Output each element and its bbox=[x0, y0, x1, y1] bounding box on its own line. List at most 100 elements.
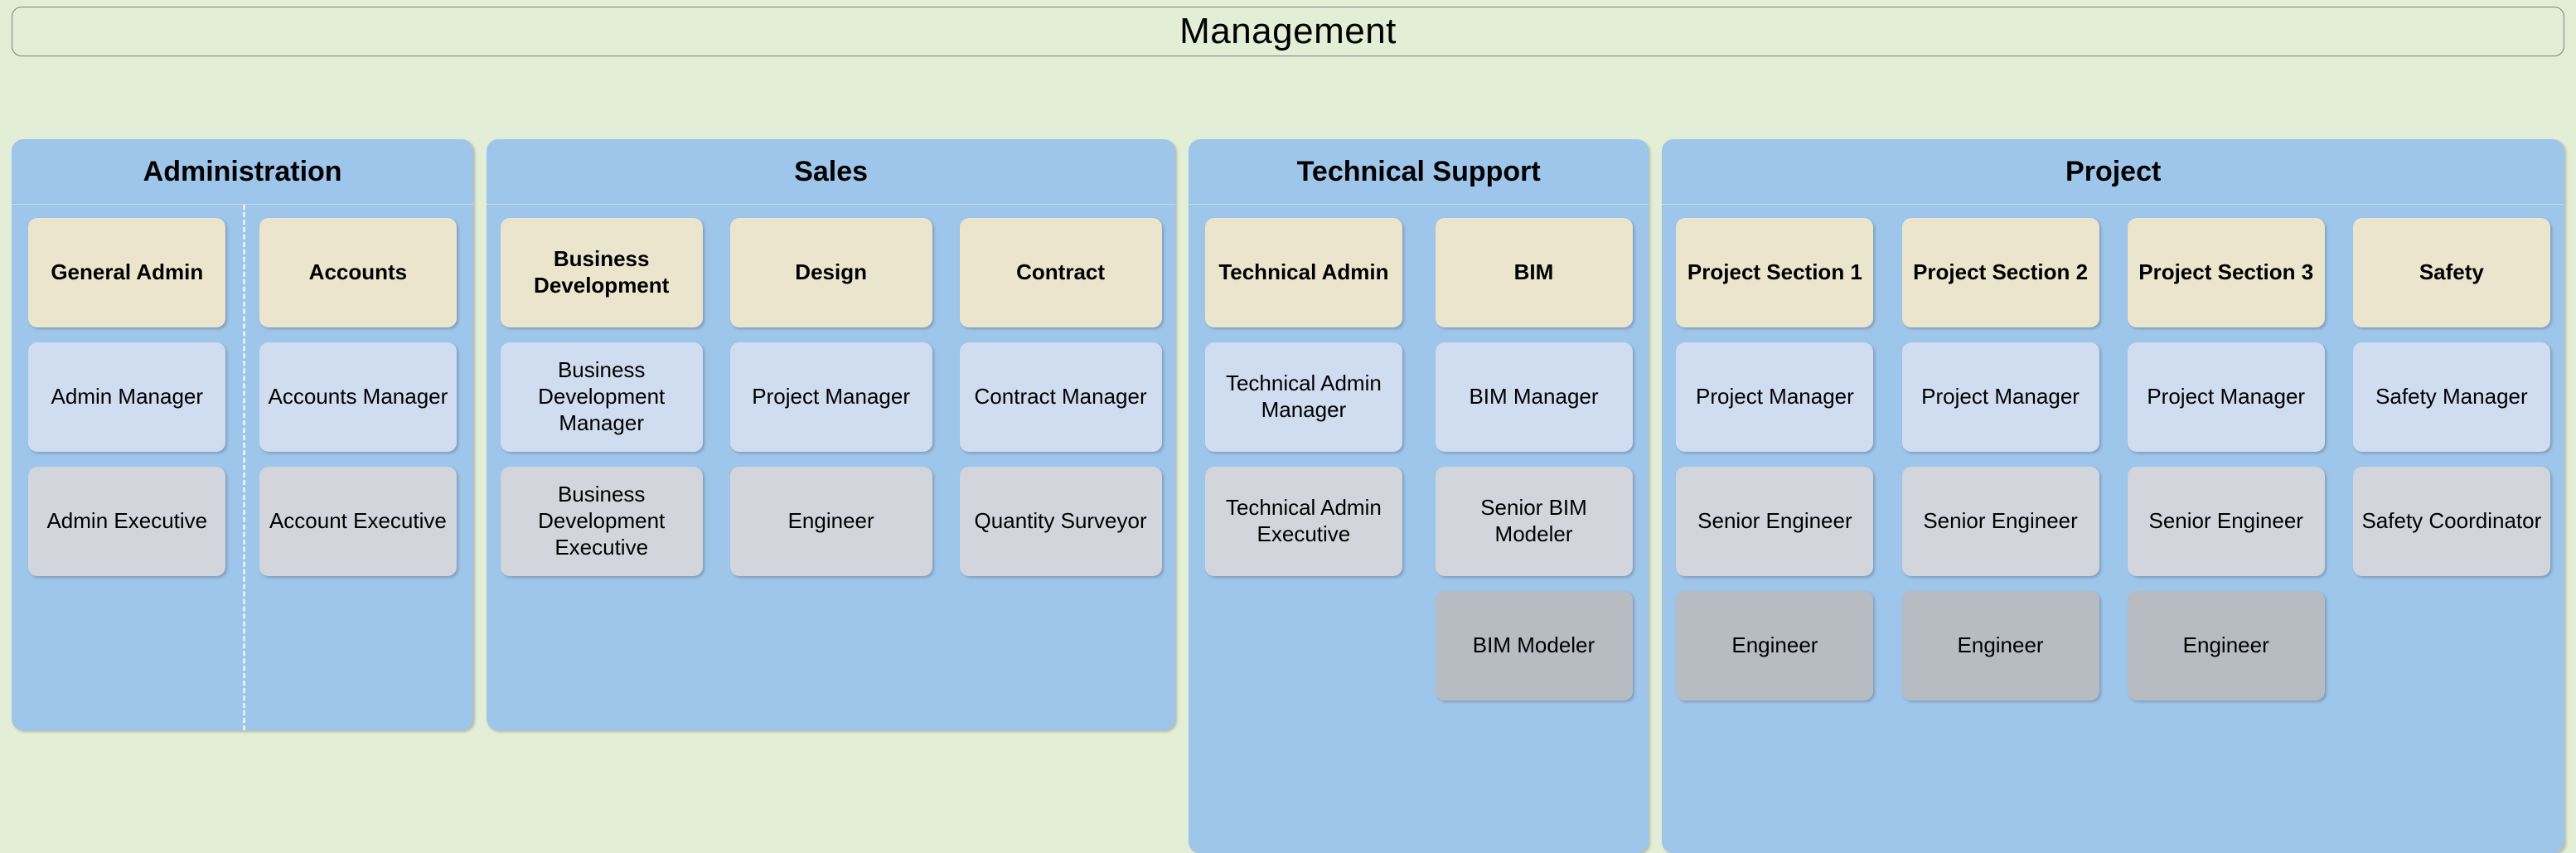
role-cell[interactable]: Project Manager bbox=[729, 342, 932, 452]
role-cell[interactable]: Accounts bbox=[259, 218, 457, 327]
role-cell[interactable]: Business Development bbox=[500, 218, 703, 327]
role-cell[interactable]: General Admin bbox=[28, 218, 226, 327]
role-cell[interactable]: Engineer bbox=[2127, 591, 2325, 700]
role-label: Senior Engineer bbox=[1697, 508, 1852, 534]
role-label: Project Section 1 bbox=[1687, 259, 1862, 285]
role-label: BIM bbox=[1513, 259, 1554, 285]
role-cell[interactable]: Quantity Surveyor bbox=[959, 467, 1162, 576]
role-label: Business Development bbox=[534, 246, 670, 298]
role-cell[interactable]: Admin Manager bbox=[28, 342, 226, 452]
role-label: Technical Admin Manager bbox=[1225, 371, 1382, 422]
role-cell[interactable]: Project Manager bbox=[1676, 342, 1874, 452]
department-title: Technical Support bbox=[1296, 155, 1541, 187]
role-cell[interactable]: Engineer bbox=[1676, 591, 1874, 700]
role-label: Quantity Surveyor bbox=[974, 508, 1147, 534]
role-cell[interactable]: Technical Admin Manager bbox=[1204, 342, 1402, 452]
role-cell[interactable]: Account Executive bbox=[259, 467, 457, 576]
role-label: BIM Modeler bbox=[1472, 632, 1595, 658]
role-label: Engineer bbox=[787, 508, 874, 534]
role-label: Technical Admin bbox=[1218, 259, 1389, 285]
role-cell[interactable]: BIM Modeler bbox=[1435, 591, 1633, 700]
role-cell[interactable]: Project Manager bbox=[1901, 342, 2099, 452]
role-label: Contract bbox=[1016, 259, 1106, 285]
role-cell[interactable]: Safety Manager bbox=[2352, 342, 2550, 452]
role-cell[interactable]: Safety Coordinator bbox=[2352, 467, 2550, 576]
role-label: Safety Coordinator bbox=[2361, 508, 2542, 534]
role-cell[interactable]: Design bbox=[729, 218, 932, 327]
role-label: Project Manager bbox=[752, 384, 911, 410]
role-label: Engineer bbox=[2182, 632, 2269, 658]
department-title: Sales bbox=[794, 155, 869, 187]
page-title: Management bbox=[1179, 11, 1397, 51]
role-cell[interactable]: Contract bbox=[959, 218, 1162, 327]
department-header-technical-support: Technical Support bbox=[1189, 139, 1649, 205]
role-cell[interactable]: Senior Engineer bbox=[1676, 467, 1874, 576]
role-label: General Admin bbox=[51, 259, 204, 285]
role-cell[interactable]: Technical Admin Executive bbox=[1204, 467, 1402, 576]
role-label: Safety bbox=[2419, 259, 2484, 285]
role-cell[interactable]: BIM Manager bbox=[1435, 342, 1633, 452]
role-label: BIM Manager bbox=[1469, 384, 1599, 410]
role-cell[interactable]: Project Manager bbox=[2127, 342, 2325, 452]
role-label: Engineer bbox=[1957, 632, 2044, 658]
role-label: Admin Executive bbox=[46, 508, 208, 534]
department-header-sales: Sales bbox=[487, 139, 1176, 205]
role-cell[interactable]: Senior BIM Modeler bbox=[1435, 467, 1633, 576]
role-label: Senior Engineer bbox=[1923, 508, 2078, 534]
management-title-banner: Management bbox=[12, 7, 2564, 56]
role-label: Engineer bbox=[1731, 632, 1818, 658]
department-title: Project bbox=[2065, 155, 2162, 187]
role-cell[interactable]: Technical Admin bbox=[1204, 218, 1402, 327]
role-cell[interactable]: Business Development Executive bbox=[500, 467, 703, 576]
role-label: Business Development Manager bbox=[538, 357, 666, 435]
role-cell-placeholder bbox=[2353, 591, 2550, 700]
role-cell[interactable]: Safety bbox=[2352, 218, 2550, 327]
role-cell[interactable]: Admin Executive bbox=[28, 467, 226, 576]
role-cell[interactable]: Project Section 3 bbox=[2127, 218, 2325, 327]
role-cell[interactable]: BIM bbox=[1435, 218, 1633, 327]
role-cell[interactable]: Engineer bbox=[1901, 591, 2099, 700]
role-cell[interactable]: Engineer bbox=[729, 467, 932, 576]
role-label: Contract Manager bbox=[974, 384, 1147, 410]
role-label: Project Manager bbox=[1921, 384, 2080, 410]
role-label: Project Manager bbox=[2147, 384, 2306, 410]
role-label: Senior Engineer bbox=[2148, 508, 2303, 534]
department-header-administration: Administration bbox=[12, 139, 474, 205]
role-label: Business Development Executive bbox=[538, 482, 666, 560]
role-cell[interactable]: Contract Manager bbox=[959, 342, 1162, 452]
role-label: Technical Admin Executive bbox=[1225, 495, 1382, 546]
role-label: Senior BIM Modeler bbox=[1480, 495, 1587, 546]
role-cell[interactable]: Business Development Manager bbox=[500, 342, 703, 452]
role-label: Accounts Manager bbox=[268, 384, 448, 410]
role-cell[interactable]: Project Section 1 bbox=[1676, 218, 1874, 327]
role-label: Safety Manager bbox=[2375, 384, 2528, 410]
role-label: Project Section 3 bbox=[2138, 259, 2314, 285]
role-cell[interactable]: Senior Engineer bbox=[1901, 467, 2099, 576]
role-cell[interactable]: Project Section 2 bbox=[1901, 218, 2099, 327]
role-cell[interactable]: Senior Engineer bbox=[2127, 467, 2325, 576]
role-label: Project Manager bbox=[1696, 384, 1854, 410]
role-cell[interactable]: Accounts Manager bbox=[259, 342, 457, 452]
role-label: Design bbox=[795, 259, 867, 285]
role-label: Project Section 2 bbox=[1913, 259, 2089, 285]
